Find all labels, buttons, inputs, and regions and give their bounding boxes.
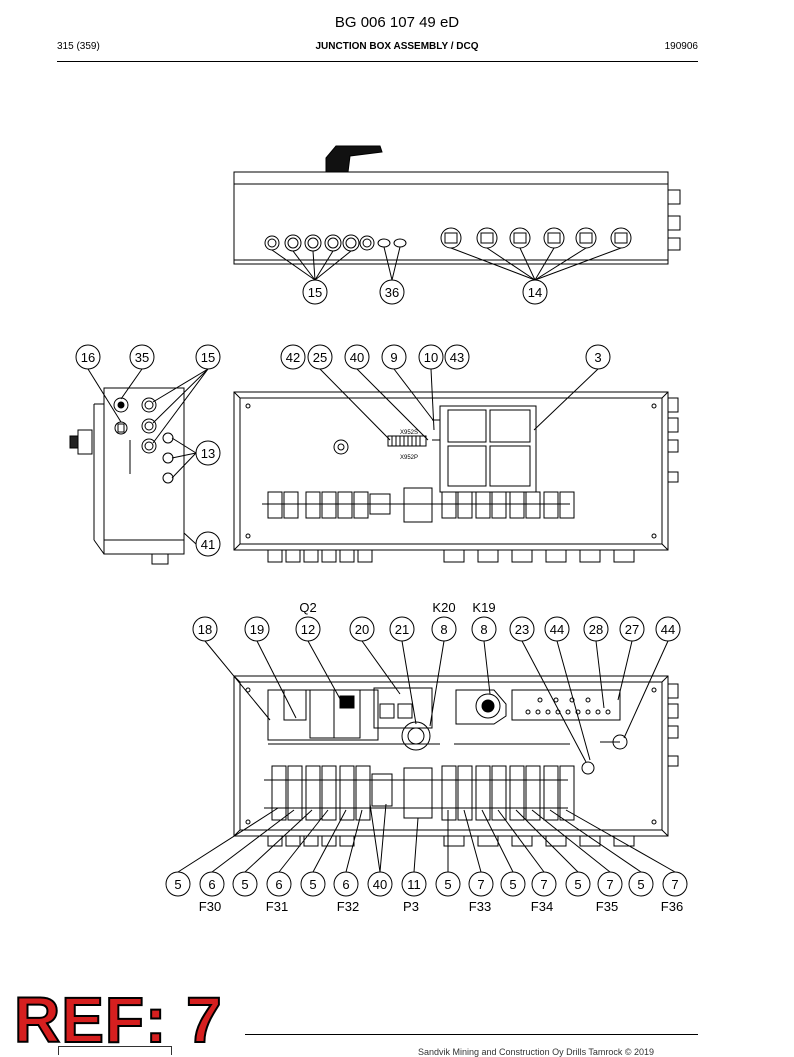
callout-25: 25 bbox=[313, 350, 327, 365]
brand-logo bbox=[58, 1046, 172, 1055]
callout-12: 12 bbox=[301, 622, 315, 637]
callout-8-k20: 8 bbox=[440, 622, 447, 637]
callout-21: 21 bbox=[395, 622, 409, 637]
callout-7-f34: 7 bbox=[540, 877, 547, 892]
callout-27: 27 bbox=[625, 622, 639, 637]
top-view: 15 36 14 bbox=[233, 145, 681, 305]
header-rule bbox=[57, 61, 698, 62]
callout-10: 10 bbox=[424, 350, 438, 365]
callout-5-b: 5 bbox=[241, 877, 248, 892]
callout-5-f: 5 bbox=[574, 877, 581, 892]
callout-18: 18 bbox=[198, 622, 212, 637]
section-title: JUNCTION BOX ASSEMBLY / DCQ bbox=[315, 41, 479, 52]
interior-callouts-top: 18 19 12 Q2 20 21 8 K20 8 K19 23 44 28 2… bbox=[192, 600, 681, 642]
callout-20: 20 bbox=[355, 622, 369, 637]
label-k20: K20 bbox=[432, 600, 455, 615]
callout-14: 14 bbox=[528, 285, 542, 300]
label-f32: F32 bbox=[337, 899, 359, 914]
callout-13: 13 bbox=[201, 446, 215, 461]
document-number: BG 006 107 49 eD bbox=[334, 14, 460, 31]
callout-9: 9 bbox=[390, 350, 397, 365]
callout-6-f30: 6 bbox=[208, 877, 215, 892]
callout-23: 23 bbox=[515, 622, 529, 637]
front-view: X952S X952P 42 25 40 bbox=[233, 344, 679, 563]
x952p-label: X952P bbox=[400, 455, 418, 461]
label-f31: F31 bbox=[266, 899, 288, 914]
label-f36: F36 bbox=[661, 899, 683, 914]
label-f34: F34 bbox=[531, 899, 553, 914]
callout-42: 42 bbox=[286, 350, 300, 365]
page-number: 315 (359) bbox=[57, 41, 100, 52]
callout-5-g: 5 bbox=[637, 877, 644, 892]
label-f30: F30 bbox=[199, 899, 221, 914]
callout-5-e: 5 bbox=[509, 877, 516, 892]
callout-3: 3 bbox=[594, 350, 601, 365]
callout-15-top: 15 bbox=[308, 285, 322, 300]
callout-44-a: 44 bbox=[550, 622, 564, 637]
callout-19: 19 bbox=[250, 622, 264, 637]
x952s-label: X952S bbox=[400, 430, 418, 436]
callout-5-d: 5 bbox=[444, 877, 451, 892]
ref-stamp: REF: 7 bbox=[13, 984, 223, 1056]
callout-16: 16 bbox=[81, 350, 95, 365]
label-k19: K19 bbox=[472, 600, 495, 615]
label-p3: P3 bbox=[403, 899, 419, 914]
callout-40-mid: 40 bbox=[350, 350, 364, 365]
footer-rule bbox=[245, 1034, 698, 1035]
callout-41: 41 bbox=[201, 537, 215, 552]
interior-callouts-bottom: 5 6 5 6 5 6 40 11 5 7 5 7 5 7 5 7 F30 F3… bbox=[165, 871, 688, 914]
callout-28: 28 bbox=[589, 622, 603, 637]
callout-7-f33: 7 bbox=[477, 877, 484, 892]
callout-44-b: 44 bbox=[661, 622, 675, 637]
footer-copyright: Sandvik Mining and Construction Oy Drill… bbox=[418, 1047, 655, 1057]
callout-5-a: 5 bbox=[174, 877, 181, 892]
label-f35: F35 bbox=[596, 899, 618, 914]
callout-6-f31: 6 bbox=[275, 877, 282, 892]
callout-7-f36: 7 bbox=[671, 877, 678, 892]
callout-15-side: 15 bbox=[201, 350, 215, 365]
interior-view bbox=[177, 640, 679, 873]
label-f33: F33 bbox=[469, 899, 491, 914]
side-view: 16 35 15 13 41 bbox=[69, 344, 221, 565]
label-q2: Q2 bbox=[299, 600, 316, 615]
callout-36: 36 bbox=[385, 285, 399, 300]
callout-35: 35 bbox=[135, 350, 149, 365]
revision-date: 190906 bbox=[664, 41, 698, 52]
callout-6-f32: 6 bbox=[342, 877, 349, 892]
callout-43: 43 bbox=[450, 350, 464, 365]
callout-5-c: 5 bbox=[309, 877, 316, 892]
callout-40-bottom: 40 bbox=[373, 877, 387, 892]
callout-7-f35: 7 bbox=[606, 877, 613, 892]
callout-8-k19: 8 bbox=[480, 622, 487, 637]
callout-11: 11 bbox=[407, 877, 421, 892]
